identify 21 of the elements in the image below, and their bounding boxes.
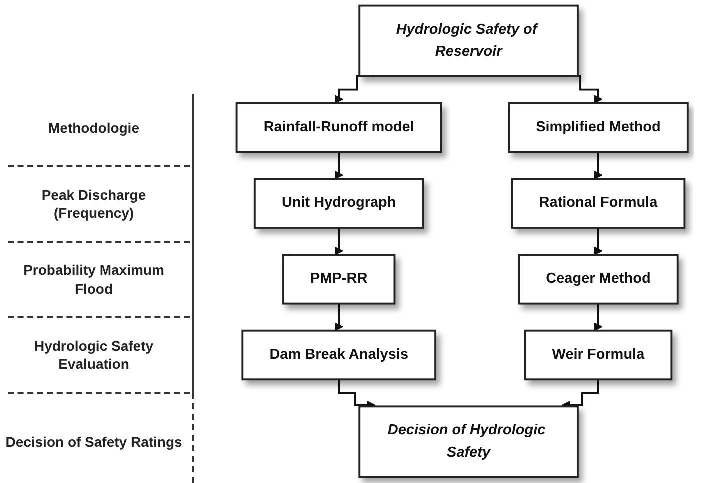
node-box: Ceager Method (518, 254, 679, 305)
arrow (594, 227, 603, 256)
node-box: Dam Break Analysis (242, 330, 437, 381)
node-box: Weir Formula (524, 330, 673, 381)
stage-label: Peak Discharge (Frequency) (40, 186, 148, 222)
stage-label: Probability Maximum Flood (22, 261, 166, 298)
arrow (335, 227, 344, 256)
arrow (594, 302, 603, 332)
node-box: Unit Hydrograph (254, 178, 424, 229)
node-box: Decision of Hydrologic Safety (358, 406, 580, 478)
node-box: Rational Formula (511, 178, 686, 229)
arrow (335, 302, 344, 332)
node-box: PMP-RR (282, 254, 396, 305)
stage-label: Methodologie (48, 118, 140, 137)
node-box: Simplified Method (508, 102, 690, 154)
node-box: Hydrologic Safety of Reservoir (358, 4, 580, 78)
arrow (335, 151, 344, 180)
arrow (594, 151, 603, 180)
stage-label: Hydrologic Safety Evaluation (33, 337, 155, 374)
stage-label: Decision of Safety Ratings (4, 432, 184, 452)
node-box: Rainfall-Runoff model (236, 102, 443, 154)
